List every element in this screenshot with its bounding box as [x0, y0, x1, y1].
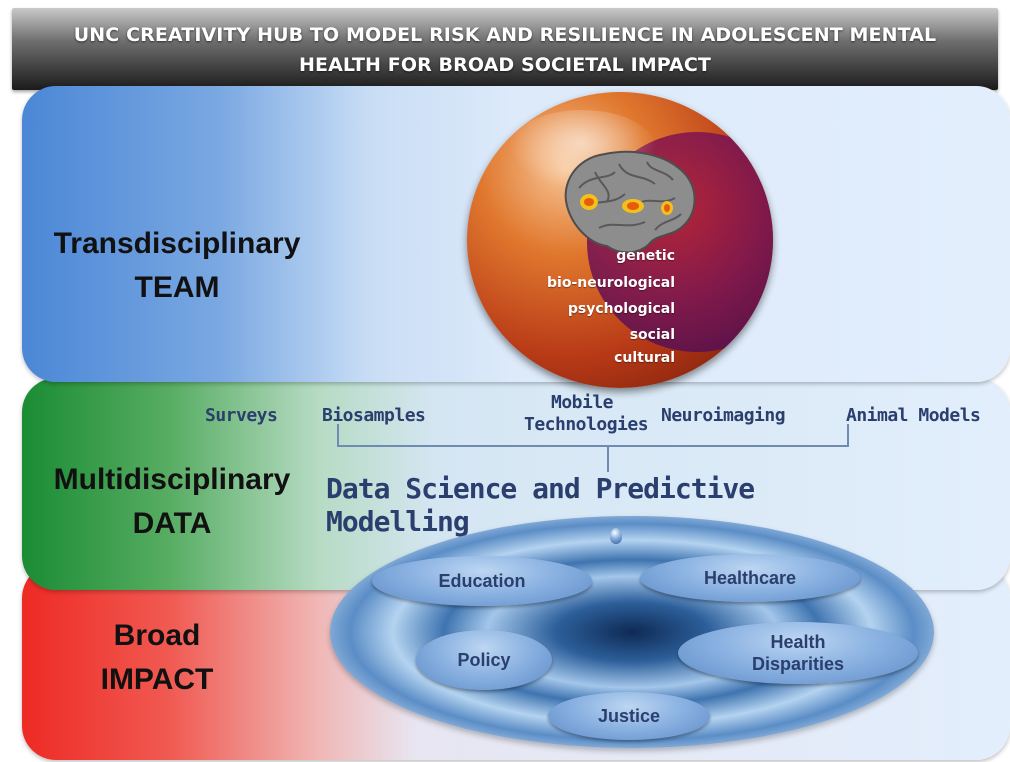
title-line-2: HEALTH FOR BROAD SOCIETAL IMPACT — [299, 54, 711, 76]
impact-label: Broad IMPACT — [22, 614, 292, 702]
source-mobile-line1: Mobile — [550, 392, 614, 413]
layer-social: social — [629, 327, 675, 343]
impact-label-line1: Broad — [113, 619, 201, 652]
data-label: Multidisciplinary DATA — [22, 458, 322, 546]
impact-health-line1: Health — [770, 632, 826, 652]
data-label-line1: Multidisciplinary — [53, 463, 291, 496]
source-animal-models: Animal Models — [846, 405, 981, 426]
layer-bio-neurological: bio-neurological — [547, 275, 675, 291]
impact-education: Education — [372, 556, 592, 606]
layer-cultural: cultural — [614, 350, 675, 366]
layer-genetic: genetic — [616, 248, 675, 264]
team-label-line2: TEAM — [134, 271, 220, 304]
impact-label-line2: IMPACT — [100, 663, 214, 696]
title-banner: UNC CREATIVITY HUB TO MODEL RISK AND RES… — [12, 8, 998, 90]
data-label-line2: DATA — [132, 507, 212, 540]
water-drop-icon — [610, 528, 622, 544]
modelling-heading: Data Science and Predictive Modelling — [326, 472, 755, 538]
source-mobile-technologies: Mobile Technologies — [524, 392, 649, 436]
impact-healthcare: Healthcare — [640, 554, 860, 602]
brain-icon — [564, 150, 696, 254]
source-neuroimaging: Neuroimaging — [661, 405, 786, 426]
impact-health-disparities: Health Disparities — [678, 622, 918, 684]
grouping-brace — [337, 424, 849, 472]
levels-sphere: genetic bio-neurological psychological s… — [467, 92, 773, 388]
source-mobile-line2: Technologies — [524, 414, 649, 435]
source-surveys: Surveys — [205, 405, 278, 426]
impact-justice: Justice — [548, 692, 710, 740]
title-line-1: UNC CREATIVITY HUB TO MODEL RISK AND RES… — [73, 24, 937, 46]
team-label: Transdisciplinary TEAM — [22, 222, 332, 310]
source-biosamples: Biosamples — [322, 405, 426, 426]
impact-policy: Policy — [416, 630, 552, 690]
team-label-line1: Transdisciplinary — [53, 227, 301, 260]
layer-psychological: psychological — [567, 301, 675, 317]
impact-health-line2: Disparities — [751, 654, 845, 674]
